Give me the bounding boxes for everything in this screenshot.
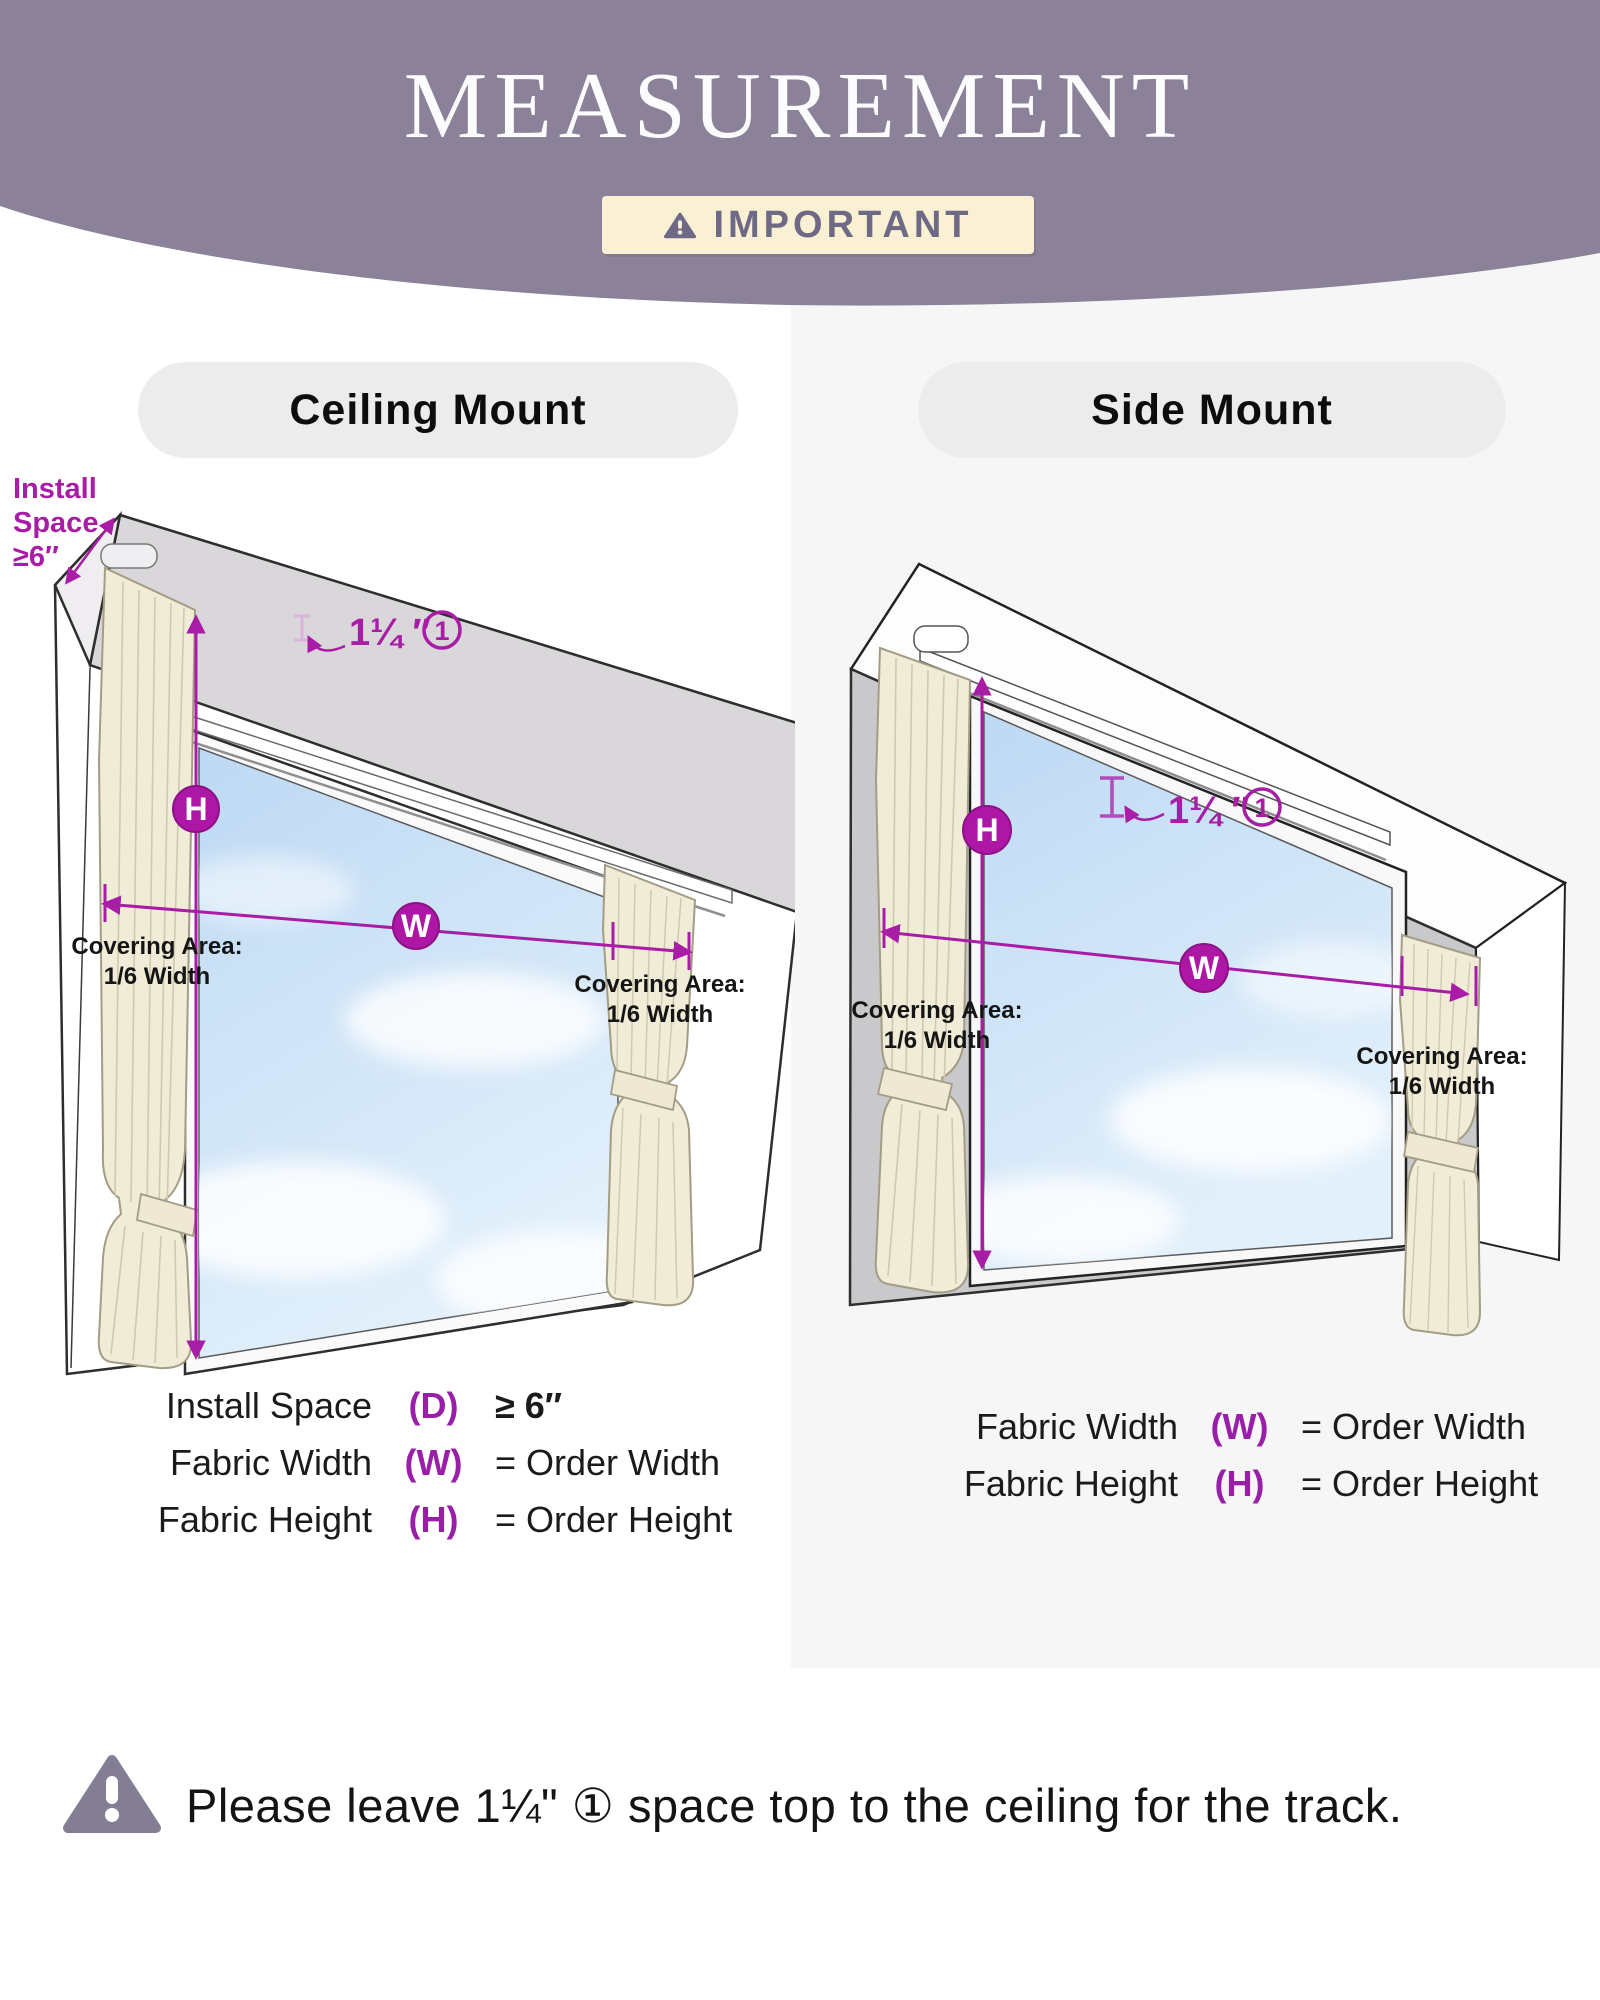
ceiling-mount-formulas: Install Space (D) ≥ 6″ Fabric Width (W) … — [42, 1385, 815, 1541]
covering-area-right: Covering Area: 1/6 Width — [1356, 1043, 1527, 1100]
gap-pointer-arrow — [307, 635, 346, 654]
right-curtain — [601, 863, 697, 1307]
left-curtain-tieback — [876, 1066, 954, 1112]
side-mount-diagram: 1¼ ″ 1 H W Covering Area: 1/6 Width Cove… — [848, 562, 1568, 1337]
circled-one-icon — [422, 610, 462, 650]
covering-left-line2: 1/6 Width — [884, 1027, 990, 1054]
ceiling-mount-heading: Ceiling Mount — [138, 362, 738, 458]
header-curve-shape — [0, 0, 1600, 306]
covering-area-left: Covering Area: 1/6 Width — [851, 997, 1022, 1054]
side-mount-formulas: Fabric Width (W) = Order Width Fabric He… — [848, 1406, 1600, 1505]
formula-relation: = Order Height — [495, 1499, 733, 1540]
install-space-line1: Install — [13, 473, 97, 505]
width-measure-line — [880, 923, 1470, 1003]
important-badge-label: IMPORTANT — [713, 203, 973, 246]
track-gap-annotation: 1¼ ″ 1 — [294, 610, 462, 654]
formula-relation: ≥ 6″ — [495, 1385, 563, 1426]
width-label: W — [401, 908, 432, 944]
install-space-arrow — [65, 517, 115, 585]
width-label: W — [1189, 950, 1220, 986]
height-label: H — [975, 812, 998, 848]
gap-label: 1¼ ″ — [1168, 790, 1250, 832]
track-bracket — [100, 543, 158, 569]
covering-right-line2: 1/6 Width — [607, 1001, 713, 1028]
formula-row: Install Space (D) ≥ 6″ — [42, 1385, 815, 1427]
width-circle — [392, 902, 440, 950]
formula-row: Fabric Width (W) = Order Width — [848, 1406, 1600, 1448]
covering-area-left: Covering Area: 1/6 Width — [71, 933, 242, 990]
formula-name: Fabric Height — [963, 1463, 1178, 1504]
formula-name: Fabric Width — [169, 1442, 372, 1483]
page-title: MEASUREMENT — [403, 54, 1197, 158]
height-circle — [962, 805, 1012, 855]
height-circle — [172, 785, 220, 833]
side-wall — [1474, 881, 1567, 1262]
formula-row: Fabric Width (W) = Order Width — [42, 1442, 815, 1484]
curtain-track — [919, 646, 1391, 847]
formula-relation: = Order Width — [495, 1442, 721, 1483]
gap-circle-number: 1 — [434, 616, 449, 646]
formula-relation: = Order Width — [1301, 1406, 1527, 1447]
left-curtain — [874, 646, 972, 1294]
formula-symbol: (H) — [408, 1499, 459, 1540]
curtain-track-rail — [924, 673, 1387, 862]
track-bracket — [913, 625, 969, 653]
height-label: H — [184, 791, 207, 827]
warning-triangle-icon — [664, 212, 697, 238]
side-mount-label: Side Mount — [1091, 385, 1333, 434]
covering-area-right: Covering Area: 1/6 Width — [574, 971, 745, 1028]
formula-symbol: (W) — [404, 1442, 463, 1483]
covering-right-line2: 1/6 Width — [1389, 1073, 1495, 1100]
ceiling-mount-diagram: Install Space ≥6″ 1¼ ″ 1 H W Covering Ar… — [13, 473, 795, 1376]
side-mount-heading: Side Mount — [918, 362, 1506, 458]
circled-one-icon — [1242, 787, 1282, 827]
gap-circle-number: 1 — [1254, 793, 1269, 823]
footer-warning-triangle-icon — [63, 1755, 161, 1833]
formula-row: Fabric Height (H) = Order Height — [42, 1499, 815, 1541]
width-circle — [1179, 943, 1229, 993]
footer-note: Please leave 1¼" ① space top to the ceil… — [186, 1779, 1403, 1832]
formula-symbol: (H) — [1214, 1463, 1265, 1504]
right-curtain-tieback — [1402, 1130, 1480, 1174]
gap-label: 1¼ ″ — [349, 612, 431, 654]
install-space-line2: Space — [13, 507, 98, 539]
important-badge: IMPORTANT — [602, 196, 1034, 254]
width-ticks — [103, 884, 691, 970]
covering-left-line1: Covering Area: — [851, 997, 1022, 1024]
formula-name: Fabric Height — [157, 1499, 372, 1540]
formula-symbol: (W) — [1210, 1406, 1269, 1447]
formula-name: Fabric Width — [975, 1406, 1178, 1447]
header-banner — [0, 0, 1600, 306]
formula-row: Fabric Height (H) = Order Height — [848, 1463, 1600, 1505]
covering-left-line1: Covering Area: — [71, 933, 242, 960]
right-curtain — [1398, 933, 1482, 1337]
formula-name: Install Space — [165, 1385, 372, 1426]
left-wall-corner-line — [70, 667, 91, 1369]
gap-measure-mark — [294, 614, 310, 642]
covering-right-line1: Covering Area: — [1356, 1043, 1527, 1070]
width-ticks — [882, 908, 1478, 1006]
formula-relation: = Order Height — [1301, 1463, 1539, 1504]
right-curtain-tieback — [609, 1068, 679, 1112]
clouds — [199, 856, 618, 1330]
ceiling-mount-label: Ceiling Mount — [289, 385, 587, 434]
gap-measure-mark — [1100, 776, 1124, 818]
covering-left-line2: 1/6 Width — [104, 963, 210, 990]
track-gap-annotation: 1¼ ″ 1 — [1100, 776, 1282, 832]
install-space-annotation: Install Space ≥6″ — [13, 473, 115, 585]
gap-pointer-arrow — [1124, 805, 1165, 824]
formula-symbol: (D) — [408, 1385, 459, 1426]
install-space-line3: ≥6″ — [13, 541, 59, 573]
covering-right-line1: Covering Area: — [574, 971, 745, 998]
